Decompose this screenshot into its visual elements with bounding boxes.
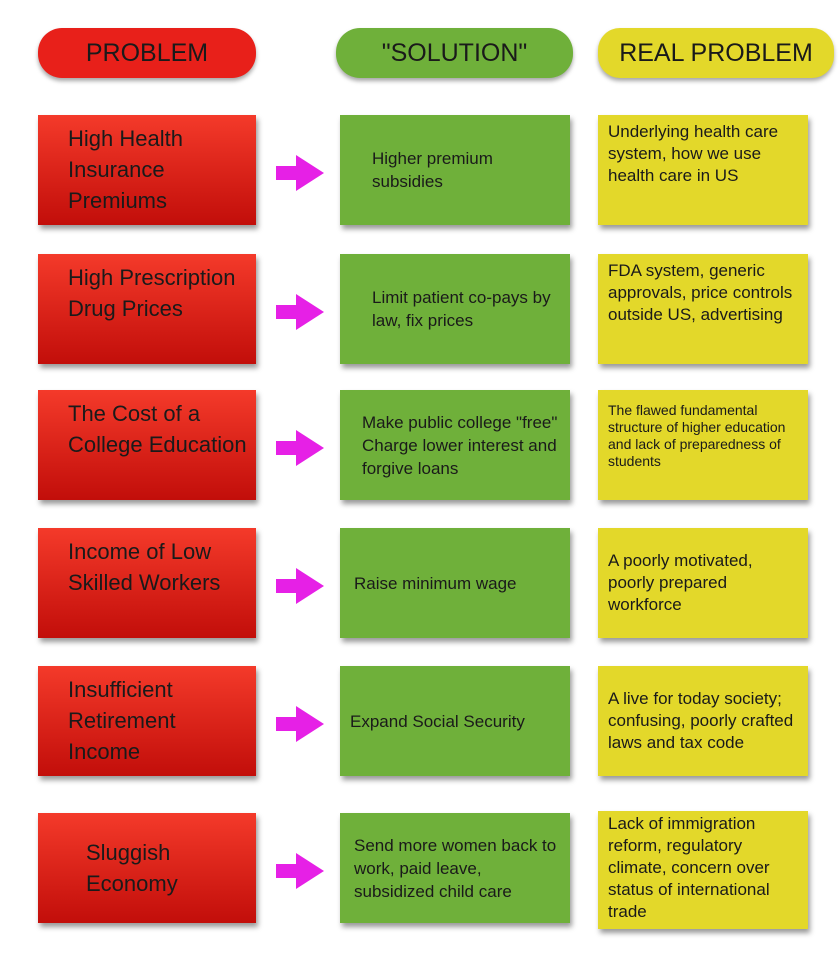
diagram-row-1: High Health Insurance Premiums Higher pr… — [0, 115, 840, 230]
real-problem-box: A poorly motivated, poorly prepared work… — [598, 528, 808, 638]
diagram-row-3: The Cost of a College Education Make pub… — [0, 390, 840, 505]
solution-box: Limit patient co-pays by law, fix prices — [340, 254, 570, 364]
arrow-right-icon — [276, 706, 324, 742]
problem-box: Insufficient Retirement Income — [38, 666, 256, 776]
solution-box: Raise minimum wage — [340, 528, 570, 638]
solution-box: Make public college "free" Charge lower … — [340, 390, 570, 500]
arrow-right-icon — [276, 853, 324, 889]
real-problem-box: A live for today society; confusing, poo… — [598, 666, 808, 776]
solution-column-header: "SOLUTION" — [336, 28, 573, 78]
real-problem-text: A poorly motivated, poorly prepared work… — [608, 551, 753, 614]
real-problem-box: FDA system, generic approvals, price con… — [598, 254, 808, 364]
solution-text: Make public college "free" Charge lower … — [362, 412, 558, 478]
solution-text: Send more women back to work, paid leave… — [354, 835, 557, 901]
solution-text: Expand Social Security — [350, 711, 525, 731]
problem-text: Sluggish Economy — [86, 840, 178, 896]
real-problem-column-header: REAL PROBLEM — [598, 28, 834, 78]
problem-box: Sluggish Economy — [38, 813, 256, 923]
diagram-row-4: Income of Low Skilled Workers Raise mini… — [0, 528, 840, 643]
solution-text: Limit patient co-pays by law, fix prices — [372, 288, 551, 330]
arrow-right-icon — [276, 294, 324, 330]
solution-text: Raise minimum wage — [354, 573, 517, 593]
problem-box: The Cost of a College Education — [38, 390, 256, 500]
real-problem-box: Lack of immigration reform, regulatory c… — [598, 811, 808, 929]
solution-box: Send more women back to work, paid leave… — [340, 813, 570, 923]
real-problem-box: Underlying health care system, how we us… — [598, 115, 808, 225]
arrow-right-icon — [276, 430, 324, 466]
solution-box: Higher premium subsidies — [340, 115, 570, 225]
real-problem-box: The flawed fundamental structure of high… — [598, 390, 808, 500]
problem-column-header: PROBLEM — [38, 28, 256, 78]
diagram-row-6: Sluggish Economy Send more women back to… — [0, 811, 840, 929]
real-problem-text: A live for today society; confusing, poo… — [608, 689, 794, 752]
arrow-right-icon — [276, 568, 324, 604]
problem-box: High Prescription Drug Prices — [38, 254, 256, 364]
diagram-row-5: Insufficient Retirement Income Expand So… — [0, 666, 840, 781]
solution-box: Expand Social Security — [340, 666, 570, 776]
diagram-row-2: High Prescription Drug Prices Limit pati… — [0, 254, 840, 369]
problem-box: High Health Insurance Premiums — [38, 115, 256, 225]
arrow-right-icon — [276, 155, 324, 191]
solution-text: Higher premium subsidies — [372, 149, 493, 191]
problem-box: Income of Low Skilled Workers — [38, 528, 256, 638]
